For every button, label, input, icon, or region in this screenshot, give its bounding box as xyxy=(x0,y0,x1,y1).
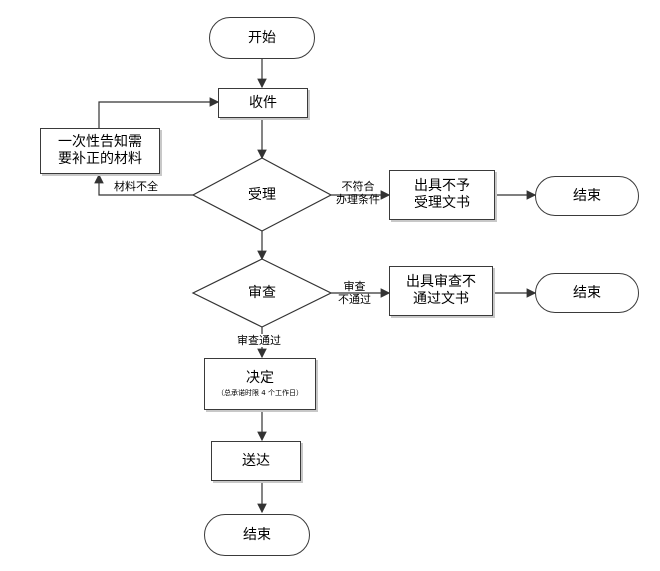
label-not-meet-line1: 不符合 xyxy=(341,180,375,193)
arrow-notify-receive xyxy=(98,97,220,128)
review-node: 审查 xyxy=(222,280,302,306)
notify-node: 一次性告知需 要补正的材料 xyxy=(40,128,160,174)
label-not-meet: 不符合 办理条件 xyxy=(336,180,380,206)
label-incomplete: 材料不全 xyxy=(114,180,158,193)
label-review-fail-line1: 审查 xyxy=(343,280,366,293)
end-fail-node: 结束 xyxy=(535,273,639,313)
arrow-accept-notify xyxy=(94,173,193,196)
deliver-label: 送达 xyxy=(242,452,270,469)
notify-label-line1: 一次性告知需 xyxy=(58,134,142,150)
decision-note: （总承诺时限 4 个工作日） xyxy=(217,389,303,397)
start-label: 开始 xyxy=(248,29,276,46)
fail-doc-line2: 通过文书 xyxy=(413,291,469,307)
receive-node: 收件 xyxy=(218,88,308,118)
fail-doc-node: 出具审查不 通过文书 xyxy=(389,266,493,316)
label-review-fail: 审查 不通过 xyxy=(338,280,371,306)
accept-label: 受理 xyxy=(248,186,276,203)
end-reject-node: 结束 xyxy=(535,176,639,216)
label-review-pass: 审查通过 xyxy=(236,334,282,347)
review-label: 审查 xyxy=(248,284,276,301)
end-final-node: 结束 xyxy=(204,514,310,556)
accept-node: 受理 xyxy=(222,182,302,208)
accept-diamond xyxy=(191,157,333,232)
decision-label: 决定 xyxy=(246,370,274,386)
review-diamond xyxy=(191,258,333,328)
deliver-node: 送达 xyxy=(211,441,301,481)
end-fail-label: 结束 xyxy=(573,284,601,301)
reject-doc-line2: 受理文书 xyxy=(414,195,470,211)
label-review-fail-line2: 不通过 xyxy=(338,293,371,306)
notify-label-line2: 要补正的材料 xyxy=(58,151,142,167)
label-not-meet-line2: 办理条件 xyxy=(336,193,380,206)
end-reject-label: 结束 xyxy=(573,187,601,204)
receive-label: 收件 xyxy=(249,94,277,111)
reject-doc-node: 出具不予 受理文书 xyxy=(389,170,495,220)
start-node: 开始 xyxy=(209,17,315,59)
end-final-label: 结束 xyxy=(243,526,271,543)
fail-doc-line1: 出具审查不 xyxy=(406,274,476,290)
reject-doc-line1: 出具不予 xyxy=(414,178,470,194)
decision-node: 决定 （总承诺时限 4 个工作日） xyxy=(204,358,316,410)
